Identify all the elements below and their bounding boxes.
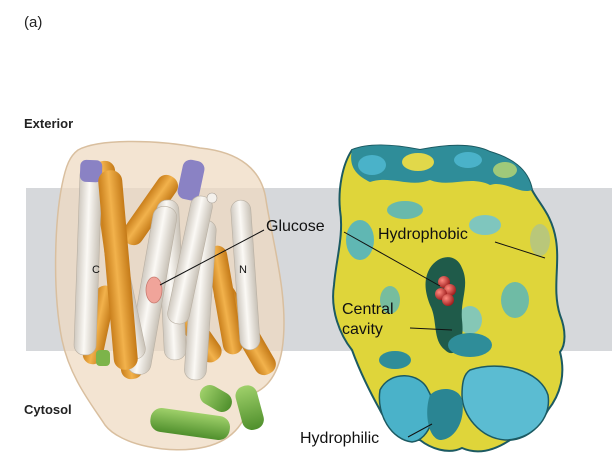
- central-cavity-label-line2: cavity: [342, 321, 383, 338]
- annotation-leaders: [159, 229, 546, 438]
- central-cavity-label-line1: Central: [342, 301, 394, 318]
- central-cavity-leader: [409, 327, 453, 331]
- n-terminus-label: N: [239, 264, 247, 276]
- hydrophobic-leader: [494, 241, 546, 259]
- green-helix-end: [96, 350, 110, 366]
- exterior-label: Exterior: [24, 116, 74, 131]
- glucose-leader-left: [159, 229, 265, 286]
- hydrophobic-label: Hydrophobic: [378, 226, 468, 243]
- cylinder-model: [54, 140, 285, 451]
- cytosol-label: Cytosol: [24, 402, 72, 417]
- glucose-molecule: [145, 276, 163, 304]
- c-terminus-label: C: [92, 264, 100, 276]
- panel-label: (a): [24, 14, 43, 31]
- glucose-label: Glucose: [266, 218, 325, 235]
- central-cavity-label: Central cavity: [342, 300, 394, 340]
- glucose-atom: [442, 294, 454, 306]
- hydrophilic-leader: [407, 423, 433, 438]
- glucose-atom: [444, 284, 456, 296]
- hydrophilic-label: Hydrophilic: [300, 430, 380, 447]
- glucose-leader-right: [343, 231, 441, 287]
- surface-model: [332, 144, 566, 453]
